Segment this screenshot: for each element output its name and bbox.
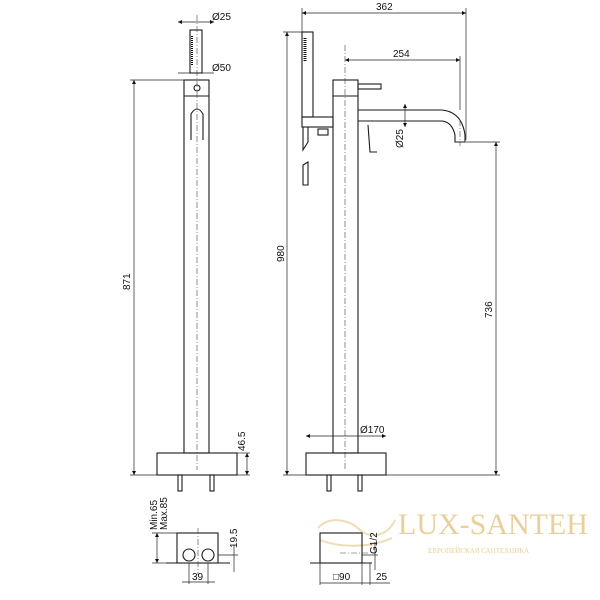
- dim-base-height: 46.5: [237, 431, 248, 451]
- dim-side-height: 980: [276, 245, 287, 262]
- dim-min: Min.65: [149, 500, 160, 530]
- dim-square: □90: [333, 572, 351, 583]
- dim-spout-diameter: Ø25: [395, 129, 406, 148]
- dim-floor-height: 19.5: [229, 528, 240, 548]
- dim-spout-height: 736: [484, 301, 495, 318]
- side-base-plate: [305, 452, 387, 476]
- dim-total-width: 362: [376, 2, 393, 13]
- dim-body-diameter: Ø50: [212, 63, 231, 74]
- floor-detail-side: G1/2 □90 25: [310, 532, 390, 585]
- base-plate: [156, 452, 238, 476]
- mixer-body: [183, 79, 210, 454]
- watermark-tagline: ЕВРОПЕЙСКАЯ САНТЕХНИКА: [428, 547, 529, 555]
- side-view: 362 254 Ø25 736 980 Ø170: [276, 2, 500, 492]
- dim-front-height: 871: [122, 273, 133, 290]
- dim-thread: G1/2: [369, 532, 380, 554]
- dim-handshower-diameter: Ø25: [212, 12, 231, 23]
- dim-base-diameter: Ø170: [360, 425, 385, 436]
- lever-handle: [357, 83, 382, 90]
- dim-spacing: 39: [192, 572, 204, 583]
- side-mixer-body: [332, 79, 359, 454]
- spout: [358, 109, 466, 143]
- dim-max: Max.85: [159, 497, 170, 530]
- watermark-brand: LUX-SANTEH: [398, 508, 588, 541]
- dim-spout-reach: 254: [393, 49, 410, 60]
- dim-offset: 25: [376, 572, 388, 583]
- floor-detail-front: Min.65 Max.85 19.5 39: [149, 497, 240, 584]
- watermark-logo: LUX-SANTEH ЕВРОПЕЙСКАЯ САНТЕХНИКА: [317, 508, 588, 555]
- front-view: Ø25 Ø50 871 46.5: [122, 12, 250, 492]
